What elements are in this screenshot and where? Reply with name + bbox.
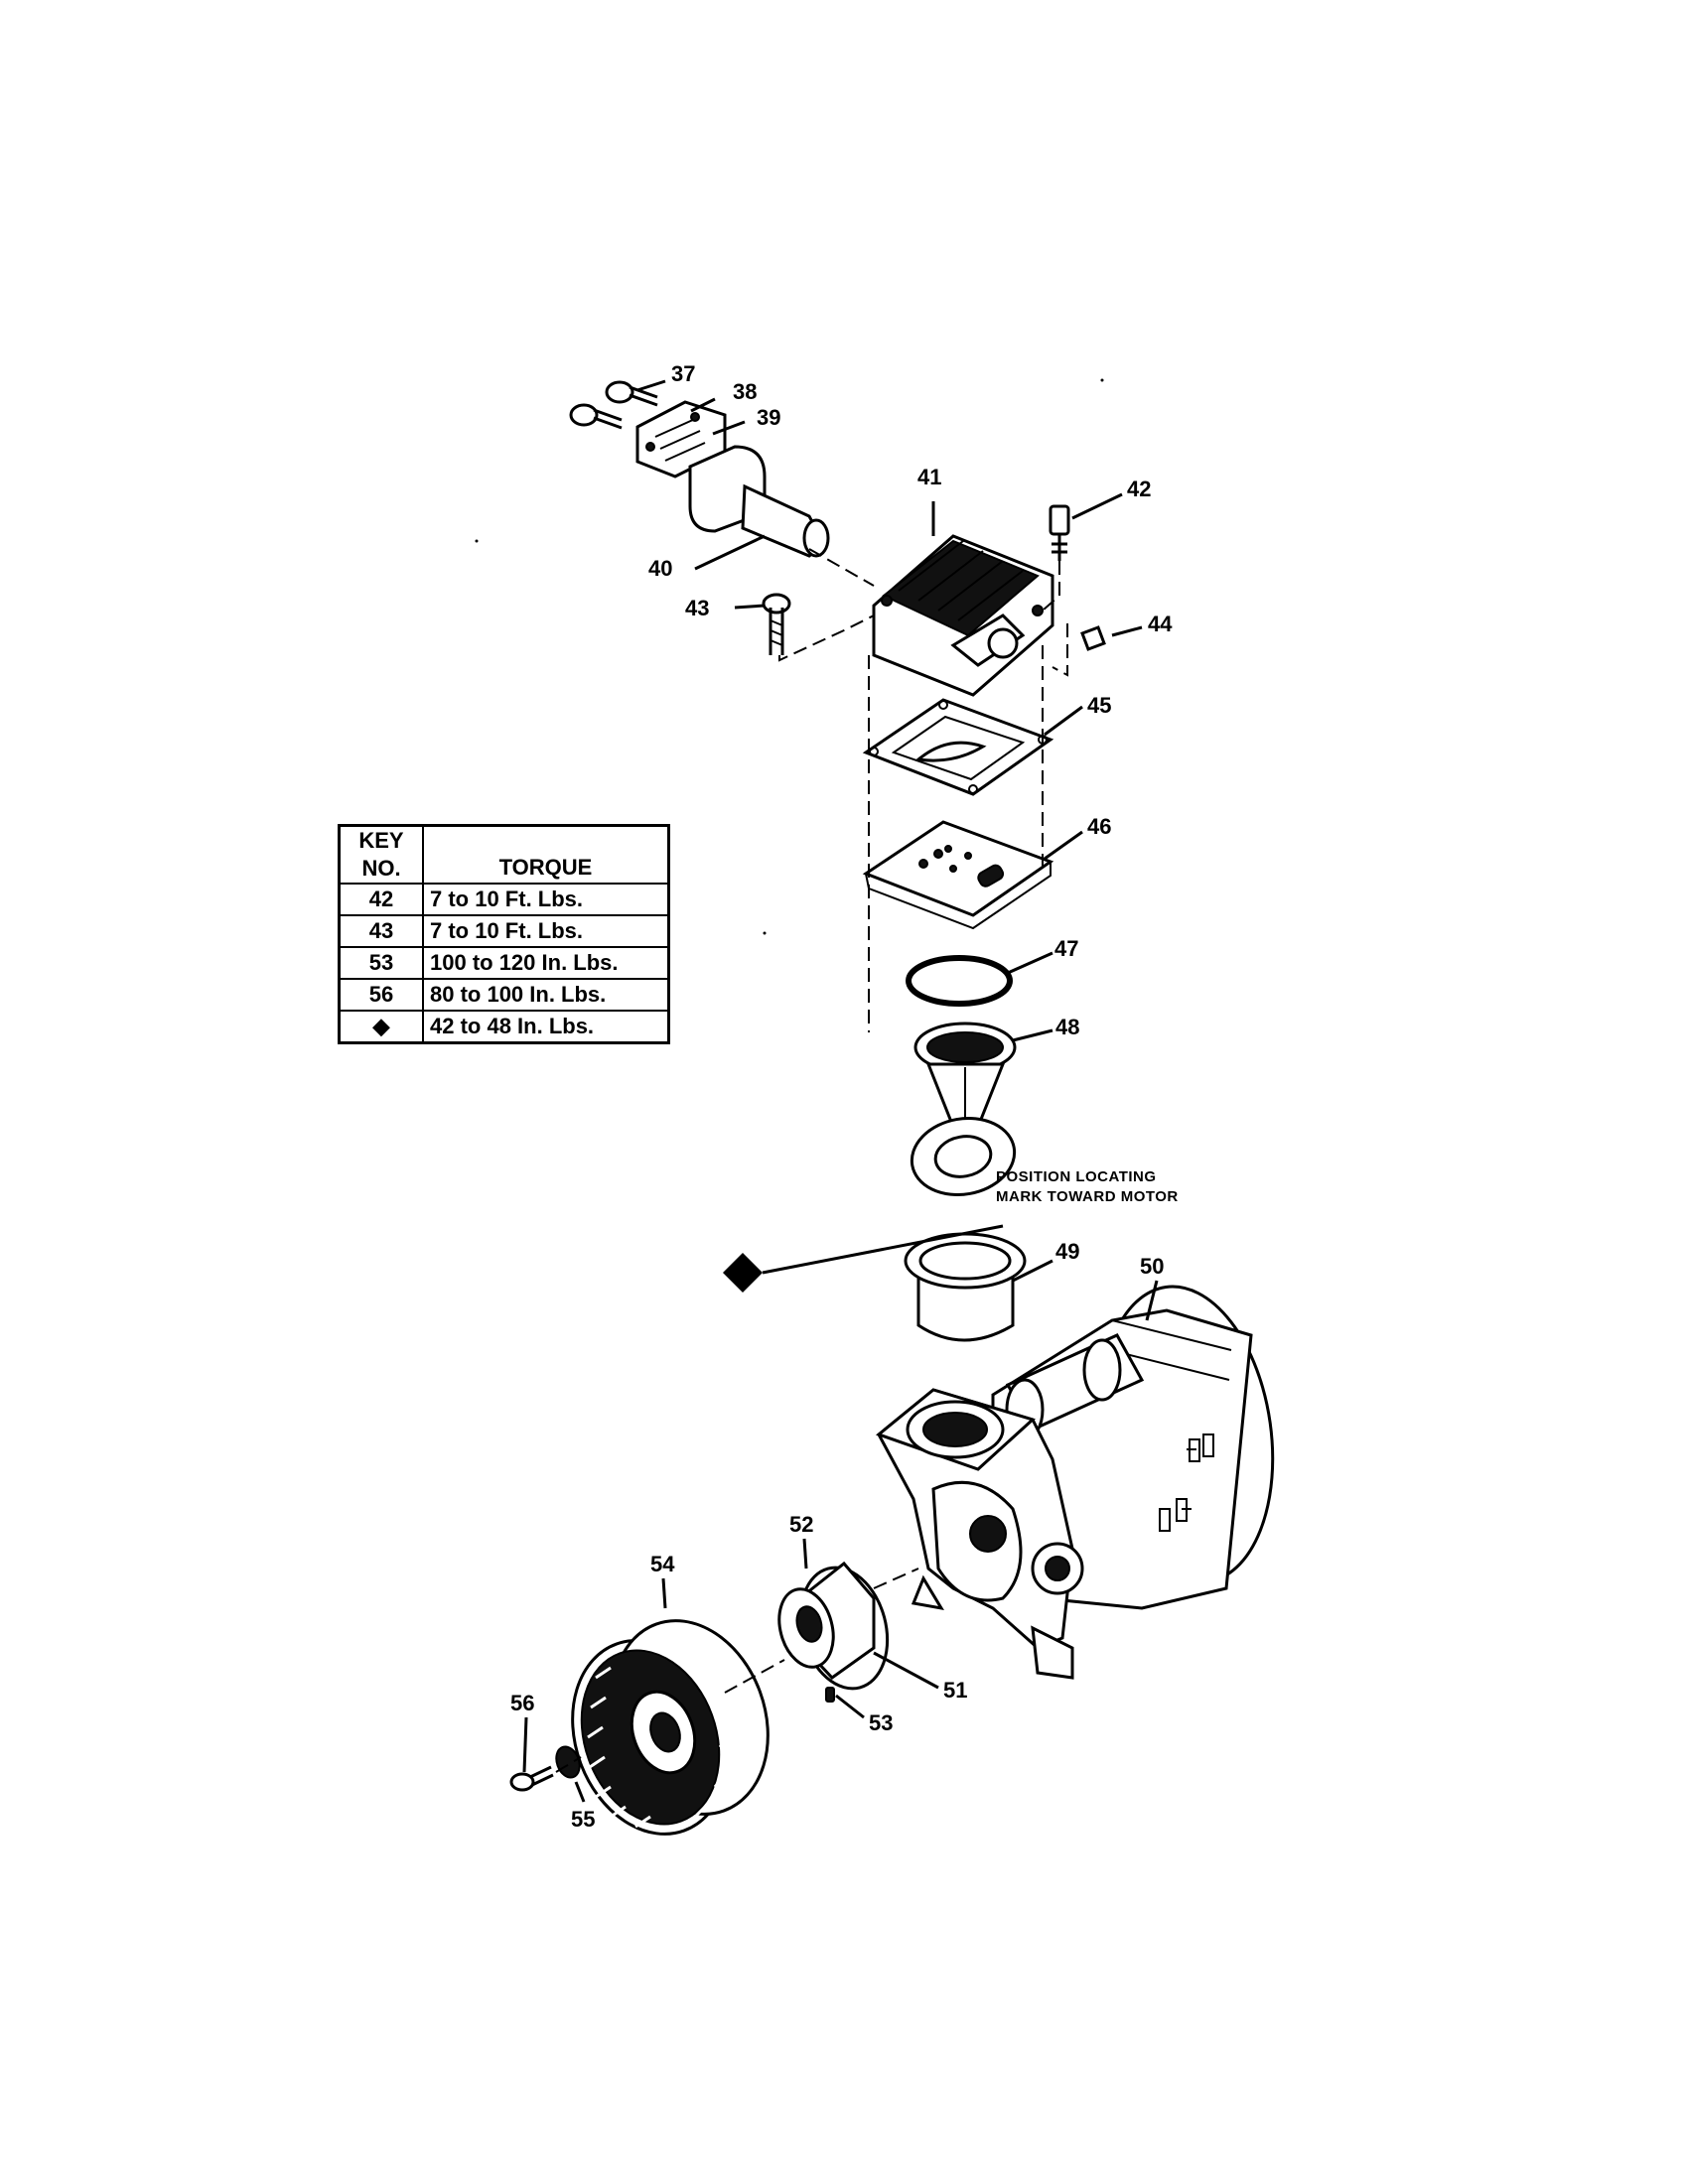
callout-48: 48 bbox=[1055, 1015, 1079, 1039]
callout-labels: 37 38 39 40 41 42 43 44 45 46 47 48 49 5… bbox=[510, 361, 1173, 1832]
table-cell-key: ◆ bbox=[338, 1010, 424, 1044]
table-row: 42 7 to 10 Ft. Lbs. bbox=[338, 883, 670, 916]
table-cell-torque: 100 to 120 In. Lbs. bbox=[422, 946, 670, 980]
table-cell-key: 42 bbox=[338, 883, 424, 916]
part-37-screw bbox=[605, 380, 658, 407]
callout-53: 53 bbox=[869, 1710, 893, 1735]
position-note: POSITION LOCATING MARK TOWARD MOTOR bbox=[996, 1168, 1179, 1205]
callout-38: 38 bbox=[733, 379, 757, 404]
diamond-torque-marker bbox=[723, 1224, 1004, 1293]
callout-49: 49 bbox=[1055, 1239, 1079, 1264]
part-40-intake-filter bbox=[688, 445, 830, 558]
part-46-valve-plate bbox=[862, 820, 1054, 930]
key-header-line1: KEY bbox=[358, 828, 404, 853]
callout-52: 52 bbox=[789, 1512, 813, 1537]
callout-41: 41 bbox=[917, 465, 941, 489]
key-no-header: KEY NO. bbox=[338, 824, 424, 885]
table-cell-torque: 7 to 10 Ft. Lbs. bbox=[422, 883, 670, 916]
part-53-set-screw bbox=[825, 1687, 835, 1703]
part-44-plug bbox=[1080, 625, 1106, 651]
torque-table-header: KEY NO. TORQUE bbox=[338, 824, 670, 885]
table-cell-torque: 42 to 48 In. Lbs. bbox=[422, 1010, 670, 1044]
torque-table: KEY NO. TORQUE 42 7 to 10 Ft. Lbs. 43 7 … bbox=[338, 824, 670, 1044]
position-note-line2: MARK TOWARD MOTOR bbox=[996, 1188, 1179, 1205]
callout-50: 50 bbox=[1140, 1254, 1164, 1279]
callout-42: 42 bbox=[1127, 477, 1151, 501]
table-cell-key: 43 bbox=[338, 914, 424, 948]
part-52-counterweight bbox=[777, 1587, 835, 1669]
table-cell-torque: 80 to 100 In. Lbs. bbox=[422, 978, 670, 1012]
part-47-o-ring bbox=[906, 955, 1013, 1007]
callout-leaders bbox=[522, 379, 1159, 1803]
part-56-fan-bolt bbox=[509, 1765, 554, 1792]
part-43-head-bolt bbox=[762, 593, 791, 655]
motor-label-plate bbox=[1159, 1433, 1214, 1532]
table-cell-torque: 7 to 10 Ft. Lbs. bbox=[422, 914, 670, 948]
callout-39: 39 bbox=[757, 405, 780, 430]
callout-46: 46 bbox=[1087, 814, 1111, 839]
table-cell-key: 56 bbox=[338, 978, 424, 1012]
callout-37: 37 bbox=[671, 361, 695, 386]
callout-55: 55 bbox=[571, 1807, 595, 1832]
callout-47: 47 bbox=[1054, 936, 1078, 961]
crankcase bbox=[875, 1388, 1084, 1680]
part-54-fan bbox=[571, 1619, 770, 1836]
part-41-cylinder-head bbox=[872, 534, 1054, 697]
position-note-line1: POSITION LOCATING bbox=[996, 1168, 1157, 1185]
key-header-line2: NO. bbox=[361, 856, 401, 881]
part-45-gasket bbox=[862, 698, 1054, 796]
table-row: 43 7 to 10 Ft. Lbs. bbox=[338, 914, 670, 948]
callout-51: 51 bbox=[943, 1678, 967, 1703]
callout-44: 44 bbox=[1148, 612, 1173, 636]
callout-43: 43 bbox=[685, 596, 709, 620]
table-row: 53 100 to 120 In. Lbs. bbox=[338, 946, 670, 980]
part-38-screw bbox=[569, 403, 623, 430]
part-42-fitting bbox=[1049, 504, 1070, 561]
callout-54: 54 bbox=[650, 1552, 675, 1576]
part-48-connecting-rod bbox=[910, 1022, 1017, 1196]
table-row: ◆ 42 to 48 In. Lbs. bbox=[338, 1010, 670, 1044]
assembly-guide-lines bbox=[555, 548, 1068, 1773]
callout-56: 56 bbox=[510, 1691, 534, 1715]
table-row: 56 80 to 100 In. Lbs. bbox=[338, 978, 670, 1012]
callout-40: 40 bbox=[648, 556, 672, 581]
torque-header: TORQUE bbox=[422, 824, 670, 885]
callout-45: 45 bbox=[1087, 693, 1111, 718]
part-49-cylinder-sleeve bbox=[904, 1232, 1027, 1342]
table-cell-key: 53 bbox=[338, 946, 424, 980]
part-39-valve-plate bbox=[635, 400, 727, 478]
